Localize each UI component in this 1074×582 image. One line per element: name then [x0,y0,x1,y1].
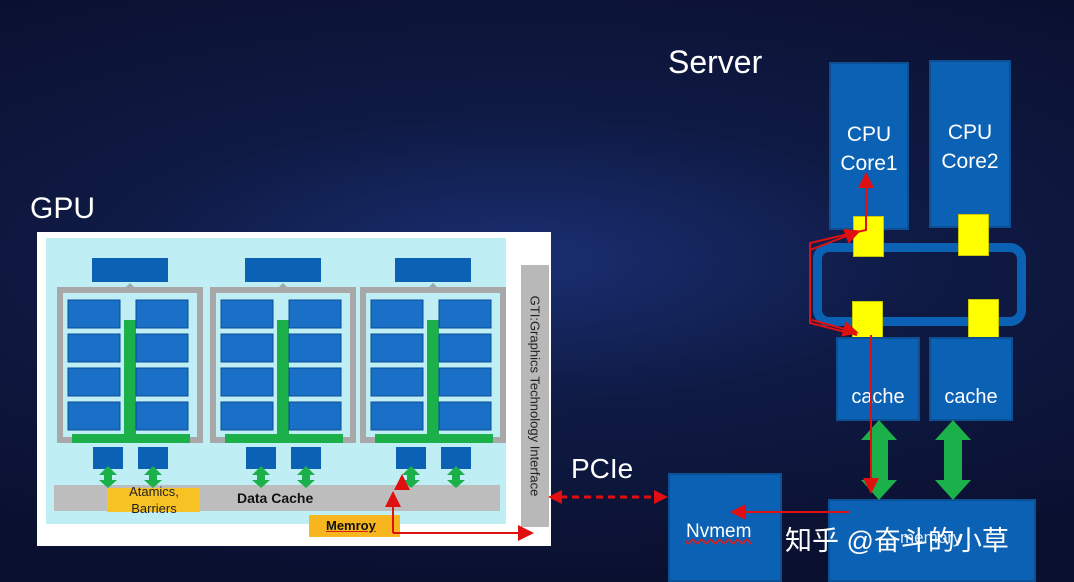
execution-unit [220,367,274,397]
server-title: Server [668,44,763,80]
execution-unit [438,333,492,363]
execution-unit [135,333,189,363]
execution-unit [135,299,189,329]
execution-unit [370,401,424,431]
data-cache-label: Data Cache [237,490,314,506]
nvmem-label: Nvmem [686,521,752,542]
cache-1-label: cache [851,386,905,408]
server-memory-label: memory [900,528,962,547]
subslice-green-bus [277,320,289,440]
server-memory-block [828,499,1036,582]
cache2-memory-arrow [935,420,971,500]
nvmem-block [668,473,782,582]
execution-unit [67,401,121,431]
subslice-port-block [291,447,321,469]
execution-unit [370,299,424,329]
execution-unit [220,401,274,431]
execution-unit [370,333,424,363]
execution-unit [135,367,189,397]
subslice-header-block [245,258,321,282]
cache1-memory-arrow [861,420,897,500]
subslice-green-bus [427,320,439,440]
execution-unit [67,367,121,397]
ring-upper-arrow [809,228,861,251]
subslice-port-block [138,447,168,469]
execution-unit [67,333,121,363]
subslice-port-arrow [144,466,162,488]
execution-unit [288,299,342,329]
execution-unit [288,367,342,397]
execution-unit [220,333,274,363]
subslice-green-base [72,434,190,443]
core2-lower-slice [968,299,999,342]
gpu-memory-label: Memroy [326,518,376,533]
gti-strip [521,265,549,527]
subslice-port-arrow [252,466,270,488]
execution-unit [135,401,189,431]
core2-upper-slice [958,214,989,256]
subslice-port-arrow [99,466,117,488]
execution-unit [438,401,492,431]
subslice-port-arrow [447,466,465,488]
subslice-port-block [93,447,123,469]
ring-path-arrow [809,215,867,336]
execution-unit [220,299,274,329]
execution-unit [288,401,342,431]
gpu-title: GPU [30,192,96,225]
execution-unit [438,299,492,329]
subslice-port-block [441,447,471,469]
ring-lower-arrow [811,319,859,337]
subslice-header-block [395,258,471,282]
watermark-text: 知乎 @奋斗的小草 [785,526,1009,556]
subslice-port-block [396,447,426,469]
ring-bus [813,243,1026,326]
cache-block-2: cache [929,337,1013,421]
atomics-label: Atamics, Barriers [129,484,179,516]
subslice-port-arrow [297,466,315,488]
execution-unit [438,367,492,397]
red-data-path [385,172,879,541]
subslice-green-base [225,434,343,443]
execution-unit [288,333,342,363]
pcie-label: PCIe [571,453,634,484]
subslice-green-bus [124,320,136,440]
subslice-port-arrow [402,466,420,488]
subslice-green-base [375,434,493,443]
cache-block-1: cache [836,337,920,421]
pcie-link-arrow [548,490,668,504]
execution-unit [67,299,121,329]
subslice-port-block [246,447,276,469]
subslice-header-block [92,258,168,282]
gpu-memory-block [309,515,400,537]
atomics-block [107,488,200,512]
cache-2-label: cache [944,386,998,408]
execution-unit [370,367,424,397]
gpu-slices [57,258,506,488]
